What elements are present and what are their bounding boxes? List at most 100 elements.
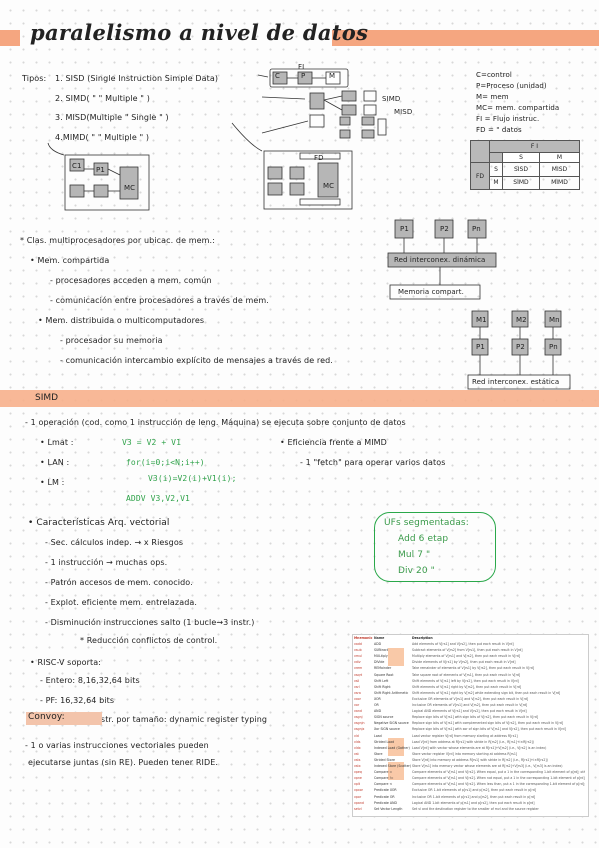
legend-item: M= mem — [476, 93, 509, 101]
name-cell: Indexed Store (Scatter) — [374, 764, 412, 768]
riscv-item: - Entero: 8,16,32,64 bits — [40, 676, 140, 685]
sisd-cell: SISD — [502, 162, 540, 177]
name-cell: DIVide — [374, 660, 385, 665]
description-cell: Compare elements of V[rs1] and V[rs2]. W… — [412, 782, 585, 787]
mnemonic-cell: vst — [354, 751, 359, 756]
clas-item: - comunicación entre procesadores a trav… — [50, 296, 269, 305]
mnemonic-cell: vplt — [354, 782, 361, 787]
name-cell: Indexed Load (Gather) — [374, 745, 410, 750]
description-cell: Shift elements of V[rs1] left by V[rs2],… — [412, 678, 519, 683]
description-cell: Store V[rd] into memory at address R[rs1… — [412, 757, 548, 762]
table-row: vldx Indexed Load (Gather)Load V[rd] with… — [354, 746, 585, 751]
diag-label-simd: SIMD — [382, 95, 401, 103]
clas-item: • Mem. compartida — [30, 256, 110, 265]
description-cell: Shift elements of V[rs1] right by V[rs2]… — [412, 684, 522, 689]
tipo-item: 3. MISD(Multiple " Single " ) — [55, 113, 169, 122]
description-cell: Compare elements of V[rs1] and V[rs2]. W… — [412, 770, 585, 775]
caract-item: * Reducción conflictos de control. — [80, 636, 218, 645]
mnemonic-cell: vsts — [354, 757, 361, 762]
diag-label-fi: FI — [298, 63, 305, 71]
diag-label-m2: M2 — [516, 316, 527, 324]
legend-item: C=control — [476, 71, 512, 79]
flynn-diagrams — [47, 68, 387, 211]
code-line: V3 = V2 + V1 — [122, 438, 181, 447]
diag-label-misd: MISD — [394, 108, 413, 116]
clas-item: - procesadores acceden a mem. común — [50, 276, 212, 285]
riscv-heading: • RISC-V soporta: — [30, 658, 102, 667]
description-cell: Replace sign bits of V[rs1] with sign bi… — [412, 715, 538, 720]
mnemonic-cell: vmul — [354, 654, 362, 659]
tipo-item: 2. SIMD( " " Multiple " ) — [55, 94, 150, 103]
table-highlight — [388, 762, 404, 780]
diag-label-p: P — [301, 72, 306, 80]
mnemonic-cell: vlds — [354, 739, 361, 744]
mnemonic-cell: vpand — [354, 800, 364, 805]
page-title: paralelismo a nivel de datos — [30, 20, 369, 45]
caract-item: - Sec. cálculos indep. → x Riesgos — [45, 538, 184, 547]
mnemonic-cell: vsra — [354, 690, 361, 695]
mnemonic-cell: vsll — [354, 678, 360, 683]
ufs-box — [374, 512, 496, 582]
description-cell: Exclusive OR 1-bit elements of p[rs1] an… — [412, 788, 536, 793]
name-cell: SiGN source — [374, 715, 394, 720]
diag-label-p1b: P1 — [400, 225, 409, 233]
title-highlight-left — [0, 30, 20, 46]
ufs-item: Mul 7 " — [398, 550, 431, 560]
diag-label-mc: MC — [323, 182, 335, 190]
mimd-cell: MIMD — [538, 175, 581, 190]
clas-heading: * Clas. multiprocesadores por ubicac. de… — [20, 236, 215, 245]
name-cell: MULtiply — [374, 654, 388, 659]
description-cell: Multiply elements of V[rs1] and V[rs2], … — [412, 654, 521, 659]
mnemonic-cell: vstx — [354, 764, 361, 768]
name-cell: Load — [374, 733, 382, 738]
description-cell: Load V[rd] from address at R[rs1] with s… — [412, 739, 535, 744]
m-row: M — [489, 175, 503, 190]
code-line: for(i=0;i<N;i++) — [126, 458, 205, 467]
name-cell: Shift Left — [374, 678, 389, 683]
caract-item: - Disminución instrucciones salto (1 buc… — [45, 618, 255, 627]
convoy-text: ejecutarse juntas (sin RE). Pueden tener… — [28, 758, 219, 767]
legend-item: MC= mem. compartida — [476, 104, 560, 112]
description-cell: Set vl and the destination register to t… — [412, 806, 539, 811]
diag-label-mc: MC — [124, 184, 136, 192]
code-line: ADDV V3,V2,V1 — [126, 494, 190, 503]
clas-item: - procesador su memoria — [60, 336, 163, 345]
description-cell: Inclusive OR 1-bit elements of p[rs1] an… — [412, 794, 536, 799]
caract-item: - 1 instrucción → muchas ops. — [45, 558, 168, 567]
description-cell: Load V[rd] with vector whose elements ar… — [412, 745, 547, 750]
mnemonic-cell: vpne — [354, 776, 362, 781]
table-row: vsll Shift Left Shift elements of V[rs1] l… — [354, 679, 585, 684]
legend-item: FI = Flujo instruc. — [476, 115, 540, 123]
name-cell: Strided Store — [374, 757, 395, 762]
misd-cell: MISD — [538, 162, 581, 177]
description-cell: Add elements of V[rs1] and V[rs2], then … — [412, 642, 514, 646]
description-cell: Store vector register V[rd] into memory … — [412, 751, 518, 756]
mnemonic-cell: vpxor — [354, 788, 363, 793]
table-highlight — [388, 738, 404, 756]
mnemonic-cell: vldx — [354, 745, 361, 750]
description-cell: Exclusive OR elements of V[rs1] and V[rs… — [412, 696, 529, 701]
name-cell: AND — [374, 709, 382, 714]
mnemonic-cell: vpeq — [354, 770, 362, 775]
mnemonic-cell: vld — [354, 733, 359, 738]
name-cell: Shift Right Arithmetic — [374, 690, 409, 695]
title-highlight-right — [332, 30, 599, 46]
fd-header: FD — [470, 162, 490, 190]
lang-label: • LM : — [40, 478, 65, 487]
caract-heading: • Características Arq. vectorial — [28, 518, 170, 528]
diag-label-p1b: P1 — [476, 343, 485, 351]
convoy-highlight — [26, 712, 102, 725]
simd-definition: - 1 operación (cod. como 1 instrucción d… — [25, 418, 406, 427]
name-cell: ADD — [374, 642, 382, 646]
name-cell: Compare != — [374, 776, 394, 781]
mnemonic-cell: vadd — [354, 642, 362, 646]
